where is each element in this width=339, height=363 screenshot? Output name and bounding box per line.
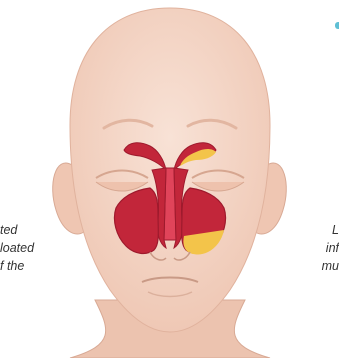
left-caption: ted loated f the	[0, 221, 34, 275]
accent-marker-icon	[335, 22, 339, 29]
right-caption: L inf mu	[302, 221, 339, 275]
